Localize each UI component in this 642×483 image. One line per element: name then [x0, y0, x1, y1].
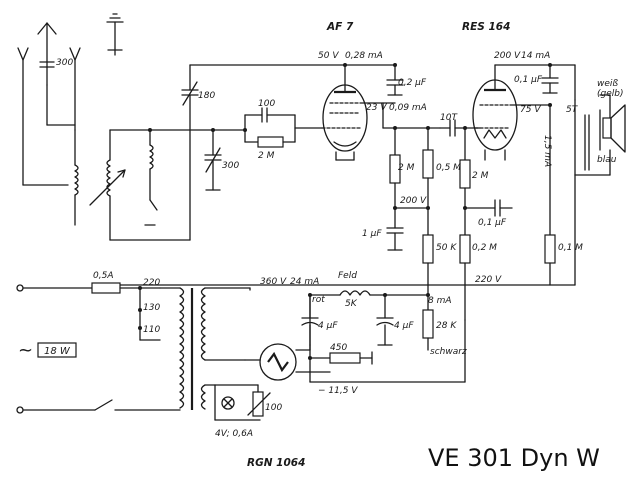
- res-field-label: 5K: [345, 299, 358, 309]
- fuse-label: 0,5A: [93, 271, 113, 281]
- labels: AF 7 RES 164 RGN 1064 300 180 300 100 2 …: [18, 21, 624, 472]
- af7-screen-voltage: 23 V: [366, 103, 387, 113]
- b-plus-voltage: 220 V: [475, 275, 502, 285]
- wire-red-label: rot: [312, 295, 325, 305]
- res-plate-voltage: 200 V: [494, 51, 521, 61]
- cap-antenna-label: 300: [56, 58, 73, 68]
- wire-black-label: schwarz: [430, 347, 467, 357]
- ac-symbol: ~: [18, 340, 33, 361]
- cap-filter1-label: 4 µF: [318, 321, 338, 331]
- res-screen-voltage: 75 V: [520, 105, 541, 115]
- neg-bias-voltage: − 11,5 V: [318, 386, 358, 396]
- res-res164-grid-label: 2 M: [472, 171, 489, 181]
- hv-voltage: 360 V: [260, 277, 287, 287]
- res-28k-label: 28 K: [436, 321, 457, 331]
- res-screen-current: 1,5 mA: [542, 135, 552, 167]
- tap-220-label: 220: [143, 278, 160, 288]
- tap-130-label: 130: [143, 303, 160, 313]
- cap-screen-bypass-label: 0,1 µF: [478, 218, 507, 228]
- detector-stage: [189, 63, 481, 286]
- cap-tuning2-label: 300: [222, 161, 239, 171]
- output-transformer-label: 5T: [566, 105, 579, 115]
- output-stage: [119, 63, 626, 321]
- power-supply: [16, 282, 466, 421]
- cap-coupling-label: 10T: [440, 113, 458, 123]
- cap-grid-label: 100: [258, 99, 275, 109]
- cap-filter2-label: 4 µF: [394, 321, 414, 331]
- res-grid-leak-label: 2 M: [258, 151, 275, 161]
- cap-plate-bypass-label: 0,1 µF: [514, 75, 543, 85]
- antenna-section: [17, 13, 396, 241]
- hv-current: 24 mA: [290, 277, 319, 287]
- speaker-wire-white: weiß: [597, 79, 618, 89]
- page-title: VE 301 Dyn W: [428, 444, 600, 472]
- speaker-wire-blue: blau: [597, 155, 617, 165]
- tube-res164-label: RES 164: [462, 21, 510, 33]
- cap-decoupling-label: 1 µF: [362, 229, 382, 239]
- res-05m-label: 0,5 M: [436, 163, 461, 173]
- cap-bypass-label: 0,2 µF: [398, 78, 427, 88]
- res-plate-current: 14 mA: [521, 51, 550, 61]
- res-50k-label: 50 K: [436, 243, 457, 253]
- tube-af7-label: AF 7: [326, 21, 354, 33]
- af7-plate-current: 0,28 mA: [345, 51, 383, 61]
- mid-voltage: 200 V: [400, 196, 427, 206]
- power-rating-box: [37, 342, 77, 358]
- res-af7-load-label: 2 M: [398, 163, 415, 173]
- power-rating-label: 18 W: [44, 346, 71, 357]
- af7-screen-current: 0,09 mA: [389, 103, 427, 113]
- cap-tuning-label: 180: [198, 91, 215, 101]
- res-02m-label: 0,2 M: [472, 243, 497, 253]
- bias-current: 8 mA: [428, 296, 452, 306]
- pilot-resistor-label: 100: [265, 403, 282, 413]
- af7-plate-voltage: 50 V: [318, 51, 339, 61]
- heater-label: 4V; 0,6A: [215, 429, 253, 439]
- tap-110-label: 110: [143, 325, 160, 335]
- res-01m-label: 0,1 M: [558, 243, 583, 253]
- field-coil-label: Feld: [338, 271, 357, 281]
- speaker-wire-yellow: (gelb): [597, 89, 624, 99]
- tube-rgn1064-label: RGN 1064: [247, 457, 305, 469]
- res-450-label: 450: [330, 343, 347, 353]
